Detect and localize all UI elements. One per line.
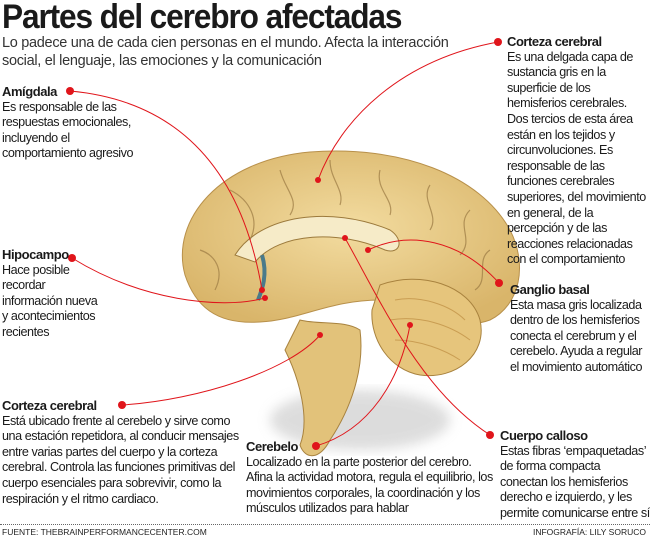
label-text: Localizado en la parte posterior del cer… [246,454,493,516]
subtitle: Lo padece una de cada cien personas en e… [2,35,449,69]
label-cerebelo: Cerebelo Localizado en la parte posterio… [246,439,494,517]
label-text: Está ubicado frente al cerebelo y sirve … [2,413,239,506]
footer-credit: INFOGRAFÍA: LILY SORUCO [532,527,646,537]
label-text: Es responsable de las respuestas emocion… [2,99,134,161]
label-corteza-cerebral-top: Corteza cerebral Es una delgada capa de … [507,34,649,268]
label-title: Hipocampo [2,247,69,262]
marker-dots [66,38,503,450]
label-title: Cuerpo calloso [500,428,588,443]
label-corteza-cerebral-bottom: Corteza cerebral Está ubicado frente al … [2,398,240,507]
label-hipocampo: Hipocampo Hace posible recordar informac… [2,247,102,341]
cerebellum [371,278,482,377]
label-title: Corteza cerebral [2,398,97,413]
corpus-callosum [234,215,400,263]
label-text: Es una delgada capa de sustancia gris en… [507,49,646,267]
label-title: Cerebelo [246,439,299,454]
label-amigdala: Amígdala Es responsable de las respuesta… [2,84,152,162]
footer-source: FUENTE: THEBRAINPERFORMANCECENTER.COM [2,527,207,537]
footer: FUENTE: THEBRAINPERFORMANCECENTER.COM IN… [0,524,650,537]
label-text: Estas fibras ‘empaquetadas’ de forma com… [500,443,650,520]
label-title: Amígdala [2,84,57,99]
page-title: Partes del cerebro afectadas [2,0,402,36]
label-cuerpo-calloso: Cuerpo calloso Estas fibras ‘empaquetada… [500,428,650,522]
label-text: Hace posible recordar información nueva … [2,262,98,339]
brainstem [284,319,362,457]
leader-lines [69,41,500,447]
label-title: Ganglio basal [510,282,590,297]
label-text: Esta masa gris localizada dentro de los … [510,297,643,374]
label-title: Corteza cerebral [507,34,602,49]
label-ganglio-basal: Ganglio basal Esta masa gris localizada … [510,282,650,376]
